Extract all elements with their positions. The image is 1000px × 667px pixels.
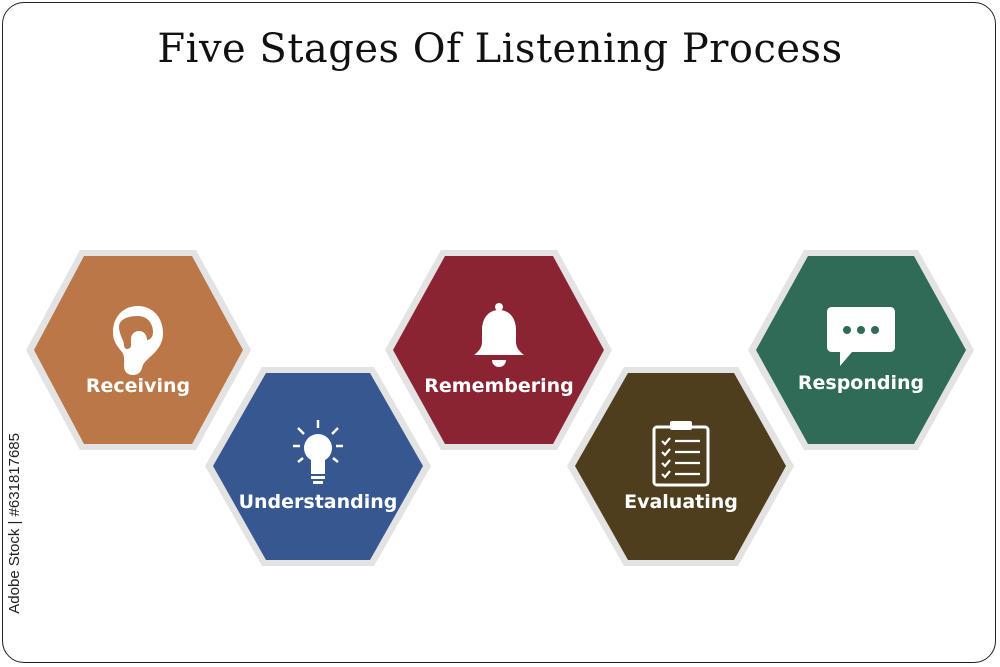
stage-responding: Responding: [748, 250, 974, 450]
stage-hexagon-fill: [575, 373, 786, 560]
bell-icon: [474, 303, 524, 367]
stage-evaluating: Evaluating: [567, 367, 794, 566]
stage-label: Remembering: [424, 375, 574, 397]
stock-credit: Adobe Stock | #631817685: [6, 433, 30, 653]
stage-label: Receiving: [86, 375, 190, 397]
stock-credit-text: Adobe Stock | #631817685: [6, 433, 23, 614]
chat-bubble-icon: [827, 307, 895, 366]
ear-icon: [113, 306, 163, 375]
clipboard-checklist-icon: [652, 421, 710, 487]
stage-label: Evaluating: [624, 491, 738, 513]
stage-understanding: Understanding: [205, 367, 431, 566]
stage-receiving: Receiving: [26, 250, 251, 450]
diagram-title: Five Stages Of Listening Process: [157, 26, 843, 72]
stage-remembering: Remembering: [385, 250, 612, 450]
lightbulb-icon: [293, 420, 343, 484]
stage-label: Understanding: [239, 491, 398, 513]
stage-label: Responding: [798, 372, 924, 394]
